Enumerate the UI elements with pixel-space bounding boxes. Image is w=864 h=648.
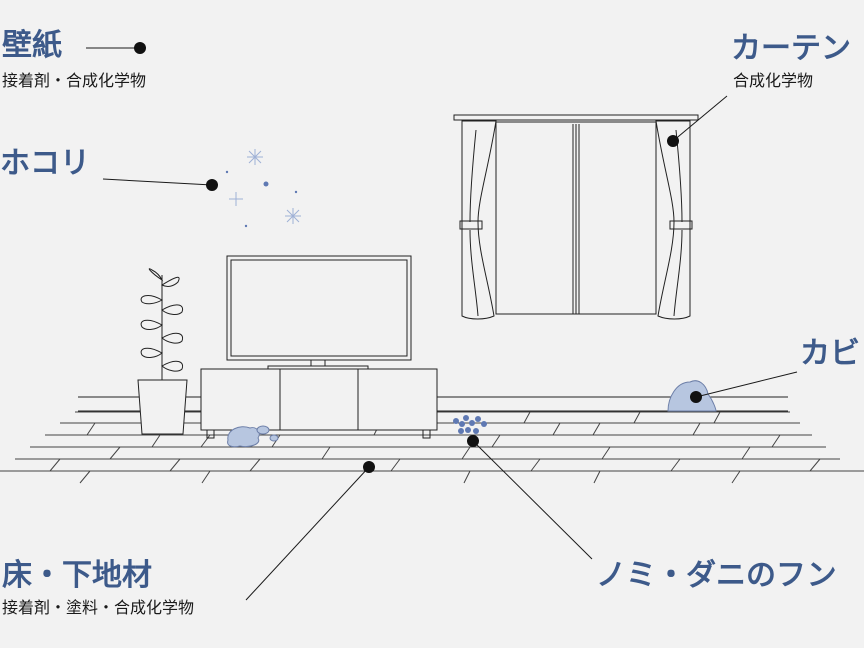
tv-stand <box>200 368 438 439</box>
label-curtain: カーテン <box>731 31 851 66</box>
droppings-icon <box>453 415 487 434</box>
label-dust: ホコリ <box>0 146 90 181</box>
label-droppings: ノミ・ダニのフン <box>596 558 837 593</box>
label-floor-sub: 接着剤・塗料・合成化学物 <box>2 598 195 617</box>
dust-clump-icon <box>227 425 279 448</box>
leader-lines <box>86 47 798 601</box>
dust-particles <box>225 149 301 228</box>
label-floor: 床・下地材 <box>2 558 152 593</box>
window-with-curtains <box>453 114 699 320</box>
potted-plant-icon <box>137 268 188 435</box>
tv-icon <box>226 255 412 370</box>
label-mold: カビ <box>800 336 860 371</box>
label-wallpaper-sub: 接着剤・合成化学物 <box>2 71 147 90</box>
label-wallpaper: 壁紙 <box>2 28 62 63</box>
label-curtain-sub: 合成化学物 <box>733 71 814 90</box>
leader-dots <box>134 42 702 473</box>
